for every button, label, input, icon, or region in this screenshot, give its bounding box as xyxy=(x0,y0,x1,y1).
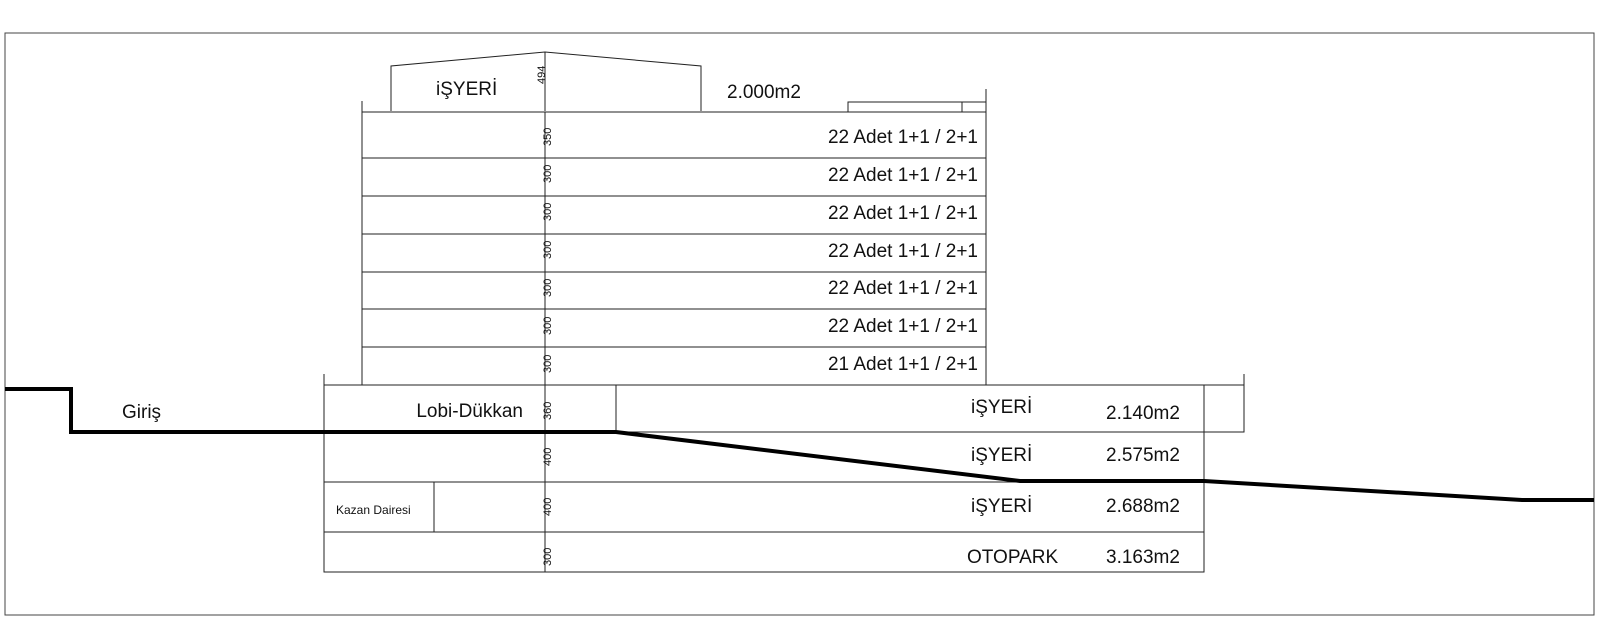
lobby-label: Lobi-Dükkan xyxy=(416,401,523,422)
upper-floors: 350 22 Adet 1+1 / 2+1 300 22 Adet 1+1 / … xyxy=(361,111,987,386)
drawing-frame xyxy=(4,32,1595,616)
floor-unit-label: 22 Adet 1+1 / 2+1 xyxy=(828,127,978,148)
floor-height-dim: 300 xyxy=(542,241,554,259)
lobby-use-label: iŞYERİ xyxy=(971,397,1032,418)
basement-floors: 400 iŞYERİ 2.575m2 Kazan Dairesi 400 iŞY… xyxy=(323,431,1205,573)
basement-area-label: 3.163m2 xyxy=(1106,547,1180,568)
basement-height-dim: 300 xyxy=(542,548,554,566)
floor-unit-label: 21 Adet 1+1 / 2+1 xyxy=(828,354,978,375)
lobby-area-label: 2.140m2 xyxy=(1106,403,1180,424)
basement-height-dim: 400 xyxy=(542,448,554,466)
basement-height-dim: 400 xyxy=(542,498,554,516)
lobby-height-dim: 360 xyxy=(542,402,554,420)
basement-outline xyxy=(323,431,1205,573)
floor-unit-label: 22 Adet 1+1 / 2+1 xyxy=(828,203,978,224)
entrance-label: Giriş xyxy=(122,402,161,423)
roof-height-dim: 494 xyxy=(536,66,548,84)
floor-height-dim: 300 xyxy=(542,203,554,221)
floor-height-dim: 300 xyxy=(542,317,554,335)
basement-use-label: iŞYERİ xyxy=(971,496,1032,517)
floor-height-dim: 300 xyxy=(542,279,554,297)
floor-height-dim: 350 xyxy=(542,128,554,146)
basement-use-label: OTOPARK xyxy=(967,547,1058,568)
ground-line xyxy=(5,387,1594,502)
roof-parapet-box xyxy=(847,101,987,113)
floor-height-dim: 300 xyxy=(542,165,554,183)
floor-unit-label: 22 Adet 1+1 / 2+1 xyxy=(828,241,978,262)
floor-unit-label: 22 Adet 1+1 / 2+1 xyxy=(828,316,978,337)
floor-height-dim: 300 xyxy=(542,355,554,373)
basement-area-label: 2.688m2 xyxy=(1106,496,1180,517)
boiler-room-label: Kazan Dairesi xyxy=(336,503,411,517)
basement-area-label: 2.575m2 xyxy=(1106,445,1180,466)
floor-unit-label: 22 Adet 1+1 / 2+1 xyxy=(828,165,978,186)
basement-use-label: iŞYERİ xyxy=(971,445,1032,466)
floor-unit-label: 22 Adet 1+1 / 2+1 xyxy=(828,278,978,299)
roof-area-label: 2.000m2 xyxy=(727,82,801,103)
roof-use-label: iŞYERİ xyxy=(436,79,497,100)
lobby-floor: Lobi-Dükkan 360 iŞYERİ 2.140m2 xyxy=(323,374,1245,433)
